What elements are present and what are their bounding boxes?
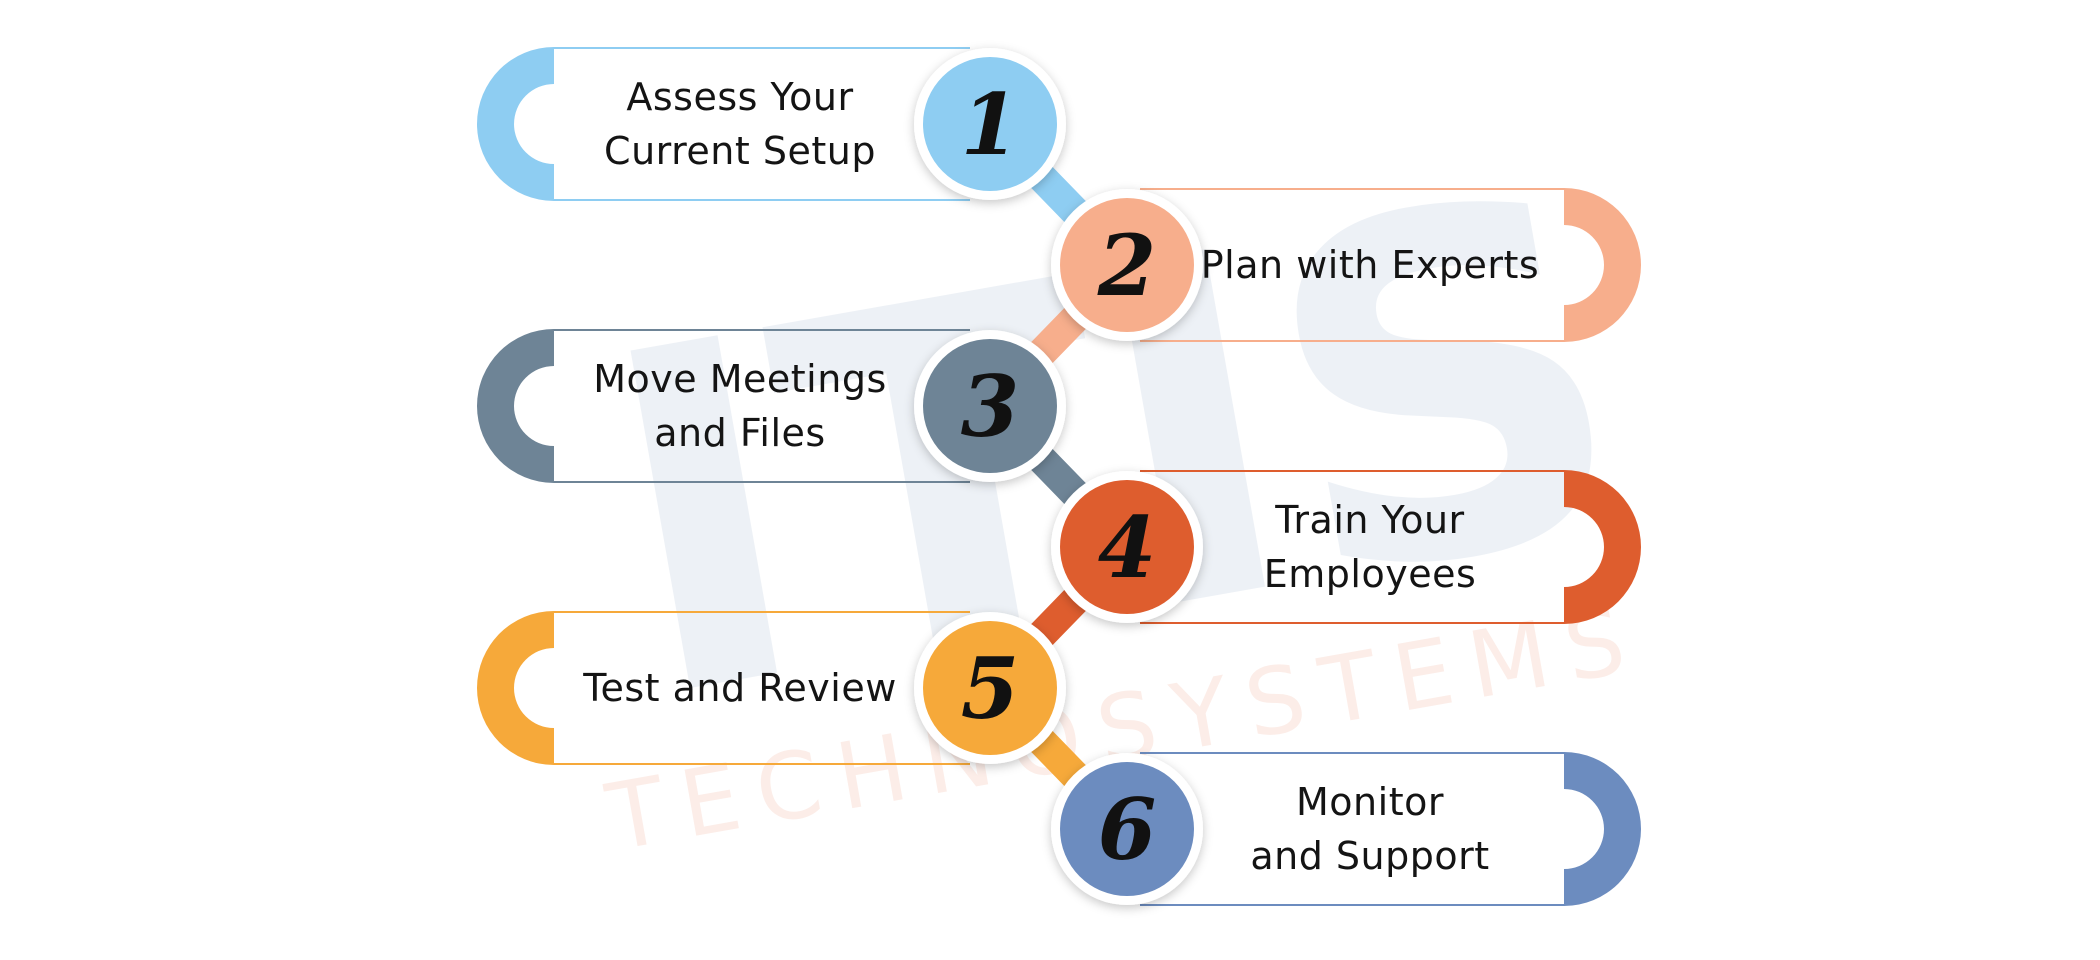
step-card-5: Test and Review 5 [477, 611, 1066, 765]
step-number-badge-6: 6 [1051, 753, 1203, 905]
step-cap [1564, 470, 1641, 624]
step-label-line: and Support [1250, 834, 1489, 878]
step-cap [477, 329, 554, 483]
step-cap [477, 611, 554, 765]
step-number-text: 1 [961, 75, 1019, 174]
step-card-border [554, 47, 970, 201]
step-label-5: Test and Review [582, 666, 897, 710]
step-label-line: Plan with Experts [1201, 243, 1539, 287]
step-number-badge-2: 2 [1051, 189, 1203, 341]
step-number-text: 4 [1098, 498, 1156, 597]
step-number-text: 3 [961, 357, 1019, 456]
step-number-text: 6 [1098, 780, 1156, 879]
step-card-border [554, 329, 970, 483]
step-number-badge-1: 1 [914, 48, 1066, 200]
step-card-3: Move Meetings and Files 3 [477, 329, 1066, 483]
step-label-line: and Files [654, 411, 825, 455]
step-label-line: Test and Review [582, 666, 897, 710]
step-number-text: 2 [1097, 216, 1156, 315]
step-label-line: Current Setup [604, 129, 876, 173]
step-card-6: Monitor and Support 6 [1051, 752, 1641, 906]
step-cap [477, 47, 554, 201]
step-label-line: Move Meetings [593, 357, 887, 401]
step-number-circle [1060, 198, 1194, 332]
step-number-circle [923, 339, 1057, 473]
step-label-line: Monitor [1296, 780, 1444, 824]
step-card-border [554, 611, 970, 765]
step-cap [1564, 188, 1641, 342]
step-label-line: Employees [1264, 552, 1477, 596]
step-card-border [1140, 752, 1564, 906]
step-number-circle [1060, 762, 1194, 896]
step-label-2: Plan with Experts [1201, 243, 1539, 287]
step-number-circle [923, 57, 1057, 191]
step-number-badge-4: 4 [1051, 471, 1203, 623]
step-number-circle [923, 621, 1057, 755]
step-label-6: Monitor and Support [1250, 780, 1489, 878]
step-number-badge-3: 3 [914, 330, 1066, 482]
step-number-badge-5: 5 [914, 612, 1066, 764]
step-label-3: Move Meetings and Files [593, 357, 887, 455]
step-cap [1564, 752, 1641, 906]
step-label-line: Assess Your [626, 75, 853, 119]
step-card-border [1140, 470, 1564, 624]
step-number-circle [1060, 480, 1194, 614]
step-label-line: Train Your [1274, 498, 1464, 542]
step-card-border [1140, 188, 1564, 342]
step-number-text: 5 [961, 639, 1019, 738]
step-card-2: Plan with Experts 2 [1051, 188, 1641, 342]
